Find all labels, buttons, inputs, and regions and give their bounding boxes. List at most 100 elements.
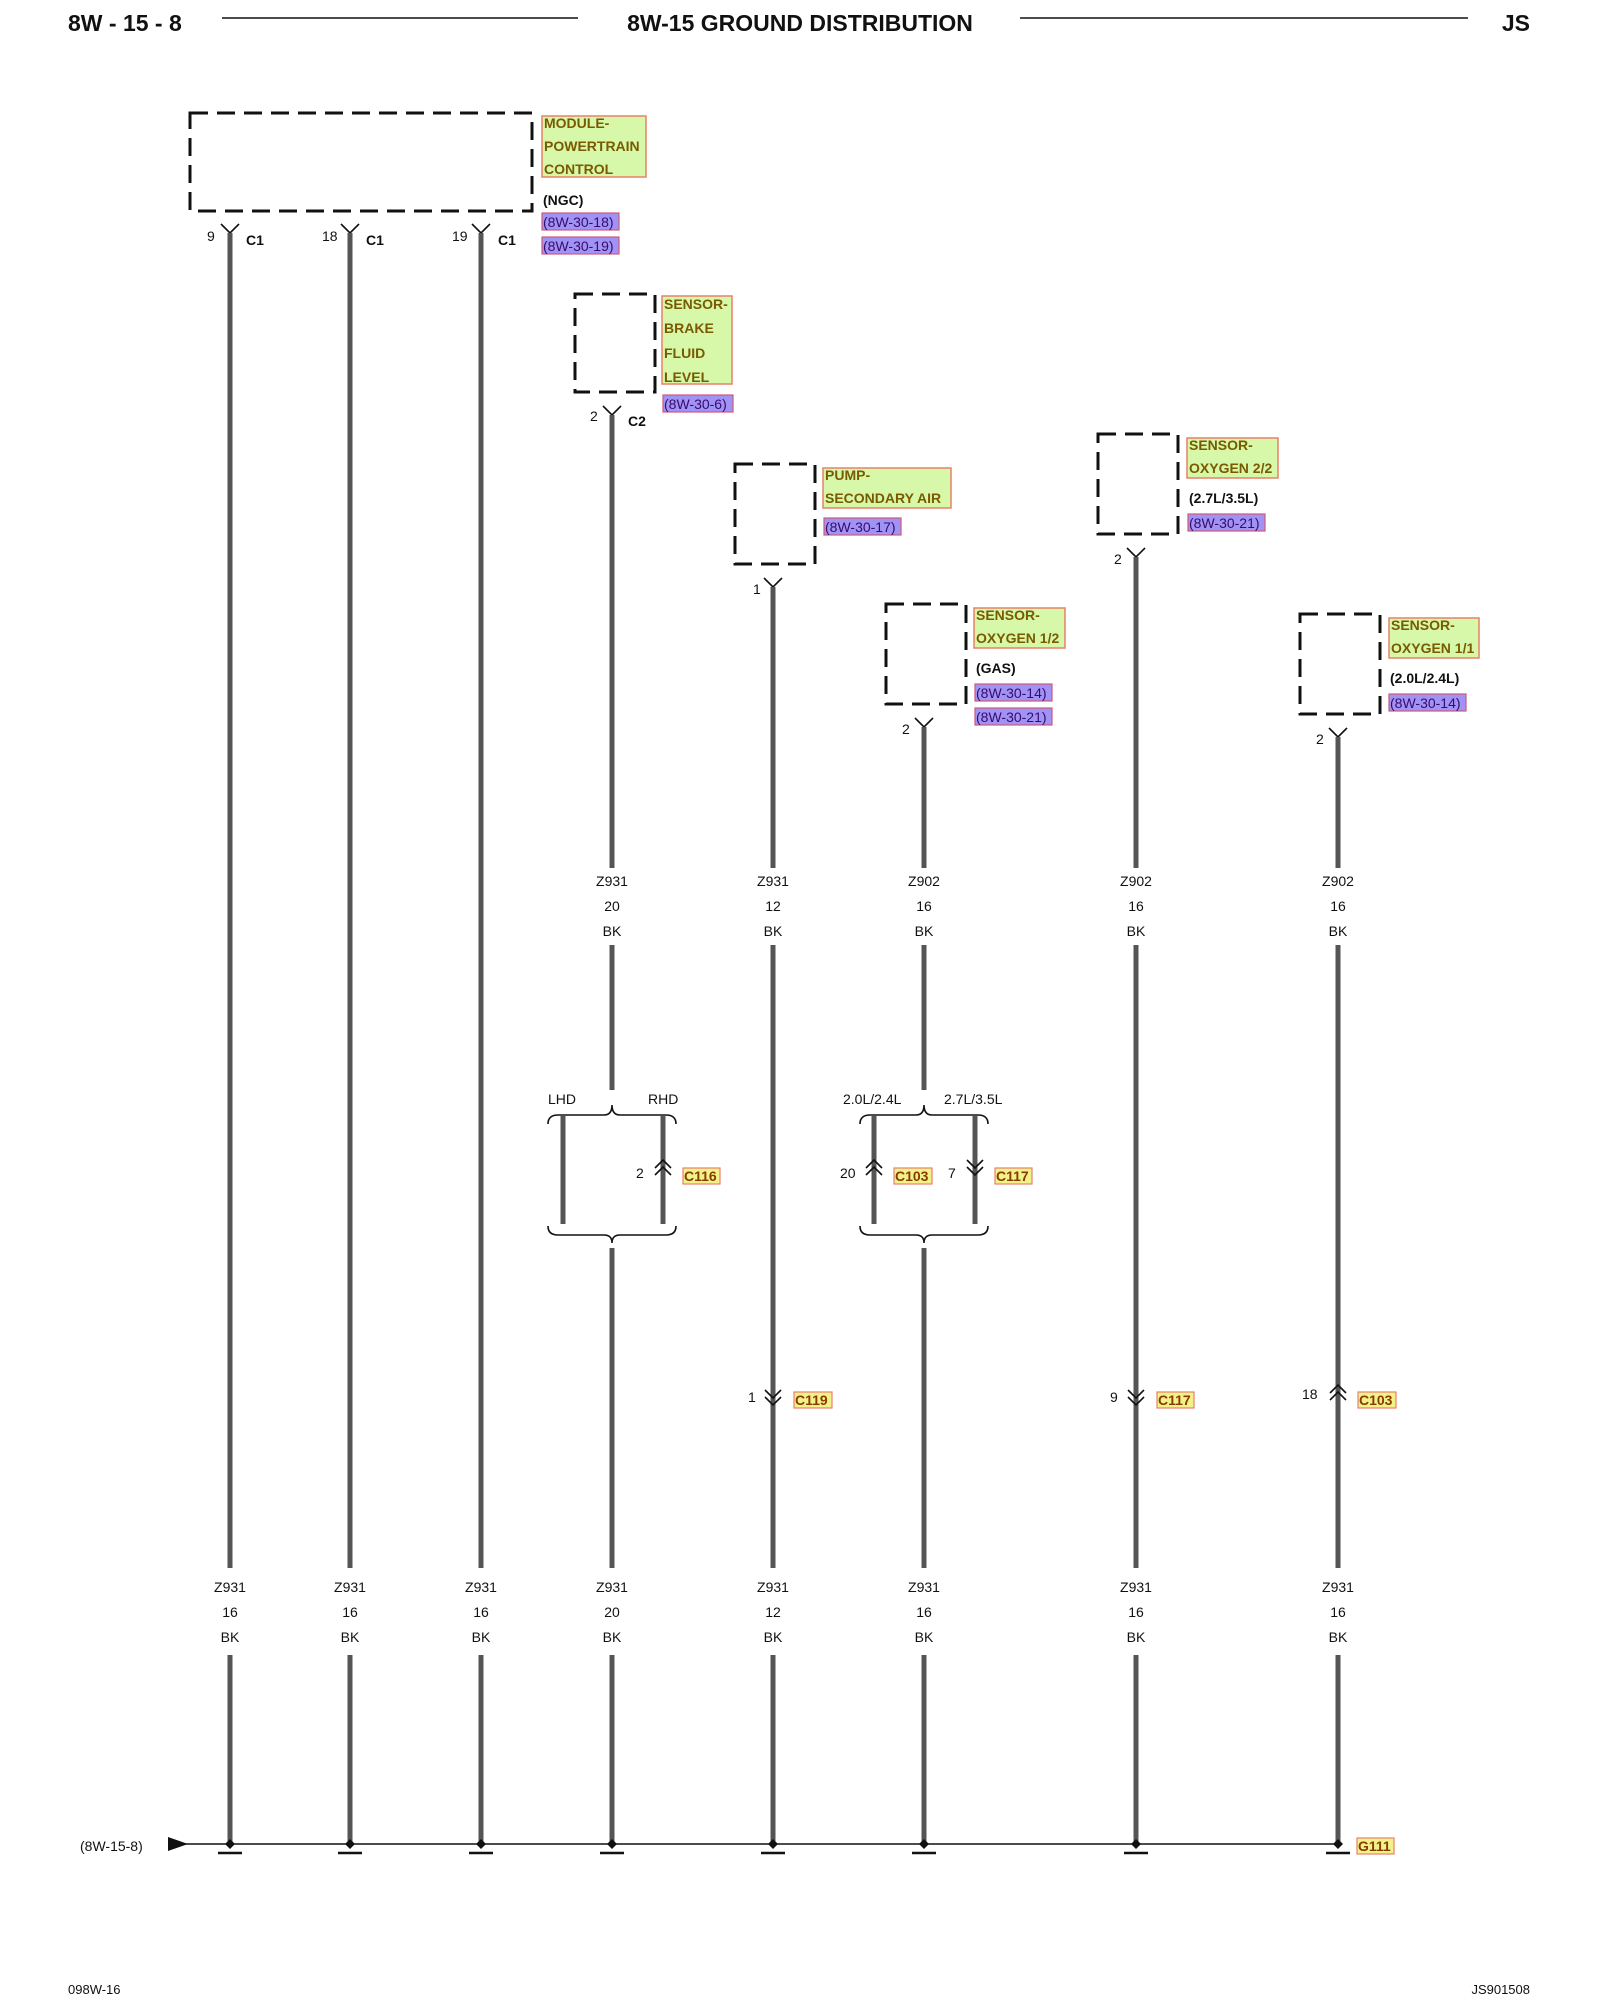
- pcm-name-1: MODULE-: [544, 115, 610, 131]
- brake-sensor-outline: [573, 292, 657, 394]
- o2-11-pin-2: 2: [1316, 731, 1324, 747]
- terminal-symbol: [471, 223, 491, 235]
- option-engine-b-label: 2.7L/3.5L: [944, 1091, 1003, 1107]
- option-brace-top: [547, 1104, 677, 1125]
- wire-circuit: Z931: [596, 873, 628, 889]
- secondary-air-pump[interactable]: PUMP- SECONDARY AIR (8W-30-17): [733, 462, 952, 566]
- connector-c117[interactable]: C117: [996, 1168, 1029, 1184]
- brake-fluid-level-sensor[interactable]: SENSOR- BRAKE FLUID LEVEL (8W-30-6): [573, 292, 734, 413]
- brake-option-split: LHD RHD 2 C116: [547, 1091, 721, 1244]
- wire-circuit: Z931: [1322, 1579, 1354, 1595]
- wire-gauge: 16: [473, 1604, 489, 1620]
- splice-node: [476, 1839, 486, 1849]
- pcm-pin-18: 18: [322, 228, 338, 244]
- oxygen-sensor-2-2[interactable]: SENSOR- OXYGEN 2/2 (2.7L/3.5L) (8W-30-21…: [1096, 432, 1279, 536]
- wire-gauge: 16: [1128, 898, 1144, 914]
- connector-highlight: [793, 1391, 833, 1409]
- wire-color: BK: [764, 923, 783, 939]
- splice-node: [768, 1839, 778, 1849]
- brake-name-4: LEVEL: [664, 369, 710, 385]
- inline-pin: 1: [748, 1389, 756, 1405]
- pcm-outline: [188, 111, 534, 213]
- wire-gauge: 16: [916, 1604, 932, 1620]
- wire-circuit: Z902: [1322, 873, 1354, 889]
- connector-c103[interactable]: C103: [895, 1168, 929, 1184]
- pcm-ref-highlight-2: [541, 236, 620, 255]
- powertrain-control-module[interactable]: MODULE- POWERTRAIN CONTROL (NGC) (8W-30-…: [188, 111, 647, 255]
- pump-ref[interactable]: (8W-30-17): [825, 519, 896, 535]
- brake-name-1: SENSOR-: [664, 296, 728, 312]
- ground-label-highlight: [1356, 1837, 1395, 1855]
- o2-11-label-highlight: [1388, 617, 1480, 659]
- pcm-pin-9: 9: [207, 228, 215, 244]
- terminal-symbol: [602, 405, 622, 417]
- brake-name-3: FLUID: [664, 345, 705, 361]
- pcm-variant: (NGC): [543, 192, 583, 208]
- pcm-ref-2[interactable]: (8W-30-19): [543, 238, 614, 254]
- splice-node: [225, 1839, 235, 1849]
- pump-name-1: PUMP-: [825, 467, 870, 483]
- option-pin: 2: [636, 1165, 644, 1181]
- connector-c103[interactable]: C103: [1359, 1392, 1393, 1408]
- pcm-name-2: POWERTRAIN: [544, 138, 640, 154]
- terminal-symbol: [220, 223, 240, 235]
- ground-bus-ref[interactable]: (8W-15-8): [80, 1838, 143, 1854]
- pcm-name-3: CONTROL: [544, 161, 614, 177]
- connector-highlight: [994, 1167, 1033, 1185]
- splice-node: [1333, 1839, 1343, 1849]
- brake-ref[interactable]: (8W-30-6): [664, 396, 727, 412]
- wire-gauge: 12: [765, 1604, 781, 1620]
- wire-circuit: Z902: [908, 873, 940, 889]
- wire-color: BK: [341, 1629, 360, 1645]
- o2-11-ref[interactable]: (8W-30-14): [1390, 695, 1461, 711]
- o2-22-label-highlight: [1186, 437, 1279, 479]
- connector-c119[interactable]: C119: [795, 1392, 828, 1408]
- terminal-symbol: [1126, 547, 1146, 559]
- terminal-symbol: [340, 223, 360, 235]
- connector-highlight: [682, 1167, 721, 1185]
- ground-g111[interactable]: G111: [1358, 1838, 1391, 1854]
- option-pin: 20: [840, 1165, 856, 1181]
- brake-label-highlight: [661, 295, 733, 385]
- wire-gauge: 16: [342, 1604, 358, 1620]
- wire-circuit: Z931: [1120, 1579, 1152, 1595]
- page-title: 8W-15 GROUND DISTRIBUTION: [627, 10, 973, 36]
- connector-c117[interactable]: C117: [1158, 1392, 1191, 1408]
- o2-12-pin-2: 2: [902, 721, 910, 737]
- splice-node: [1131, 1839, 1141, 1849]
- connector-c116[interactable]: C116: [684, 1168, 717, 1184]
- wire-color: BK: [603, 923, 622, 939]
- connector-female-icon: [865, 1158, 883, 1176]
- o2-11-variant: (2.0L/2.4L): [1390, 670, 1459, 686]
- splice-node: [345, 1839, 355, 1849]
- o2-12-ref-2[interactable]: (8W-30-21): [976, 709, 1047, 725]
- o2-11-outline: [1298, 612, 1382, 716]
- option-brace-bottom: [859, 1225, 989, 1244]
- option-pin: 7: [948, 1165, 956, 1181]
- option-brace-top: [859, 1104, 989, 1125]
- oxygen-sensor-1-1[interactable]: SENSOR- OXYGEN 1/1 (2.0L/2.4L) (8W-30-14…: [1298, 612, 1480, 716]
- o2-12-label-highlight: [973, 607, 1066, 649]
- option-lhd-label: LHD: [548, 1091, 576, 1107]
- o2-12-variant: (GAS): [976, 660, 1016, 676]
- wire-circuit: Z931: [334, 1579, 366, 1595]
- connector-female-icon: [654, 1158, 672, 1176]
- o2-22-pin-2: 2: [1114, 551, 1122, 567]
- splice-nodes: [225, 1839, 1343, 1849]
- pcm-connector-c1-b: C1: [366, 232, 384, 248]
- pcm-connector-c1-a: C1: [246, 232, 264, 248]
- pcm-ref-1[interactable]: (8W-30-18): [543, 214, 614, 230]
- option-engine-a-label: 2.0L/2.4L: [843, 1091, 902, 1107]
- wire-gauge: 20: [604, 1604, 620, 1620]
- o2-12-ref-1[interactable]: (8W-30-14): [976, 685, 1047, 701]
- pump-pin-1: 1: [753, 581, 761, 597]
- inline-pin: 9: [1110, 1389, 1118, 1405]
- connector-male-icon: [966, 1159, 984, 1177]
- option-brace-bottom: [547, 1225, 677, 1244]
- ground-bus: (8W-15-8) G111: [80, 1837, 1395, 1855]
- o2-22-ref[interactable]: (8W-30-21): [1189, 515, 1260, 531]
- o2-12-outline: [884, 602, 968, 706]
- oxygen-sensor-1-2[interactable]: SENSOR- OXYGEN 1/2 (GAS) (8W-30-14) (8W-…: [884, 602, 1066, 726]
- wire-color: BK: [915, 1629, 934, 1645]
